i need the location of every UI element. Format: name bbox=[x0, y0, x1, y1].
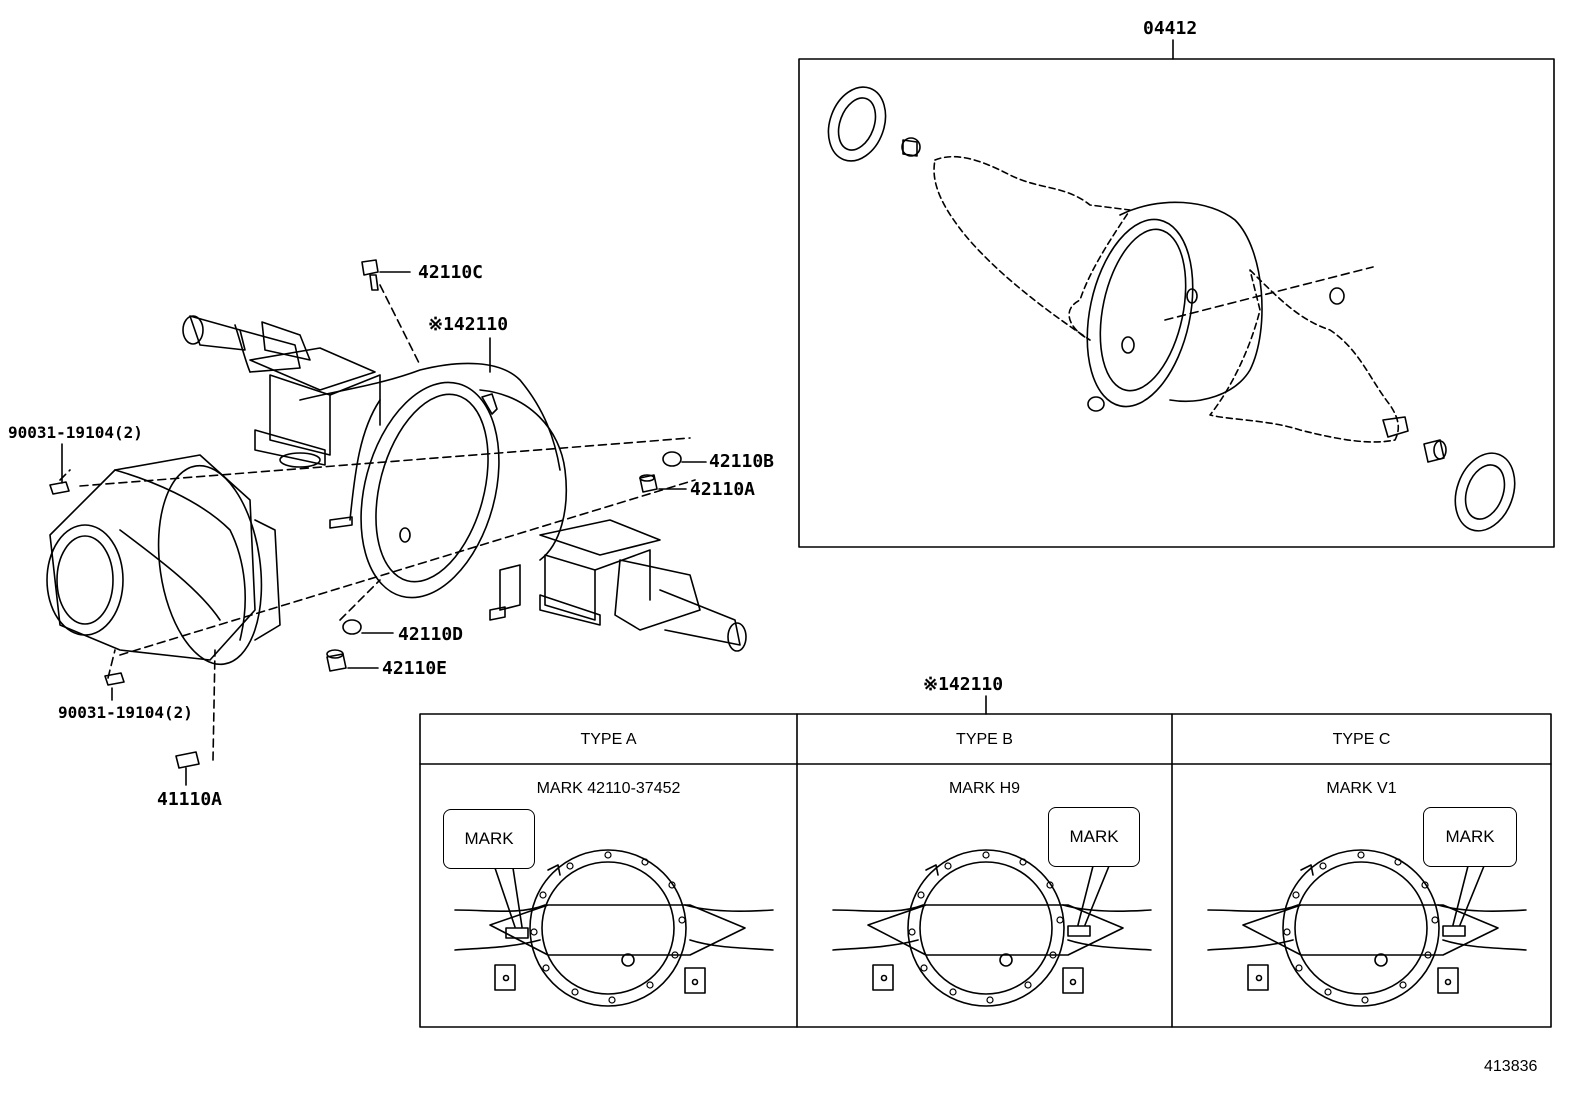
type-a-mark-callout: MARK bbox=[443, 809, 535, 869]
kit-bushing-right bbox=[1423, 439, 1447, 463]
type-c-mark-callout: MARK bbox=[1423, 807, 1517, 867]
housing-sketch-type-a bbox=[454, 849, 774, 1007]
kit-washer-b bbox=[1087, 396, 1105, 412]
kit-gasket-left bbox=[827, 86, 887, 162]
label-41110a: 41110A bbox=[157, 789, 223, 810]
label-42110-top: ※142110 bbox=[428, 314, 509, 335]
kit-center-axis bbox=[1164, 266, 1374, 321]
washer-b bbox=[662, 451, 707, 467]
kit-axle-phantom-left bbox=[933, 155, 1131, 341]
label-42110d: 42110D bbox=[398, 624, 464, 645]
label-bolt-lower: 90031-19104(2) bbox=[58, 703, 193, 722]
kit-tube-end bbox=[1382, 416, 1409, 438]
kit-axle-phantom-right bbox=[1209, 269, 1400, 443]
type-table-frame bbox=[419, 695, 1552, 1028]
plug-e bbox=[326, 649, 379, 672]
stud-41110a bbox=[175, 751, 200, 786]
left-spring-seat bbox=[249, 347, 381, 468]
label-42110c: 42110C bbox=[418, 262, 484, 283]
type-a-mark-text: MARK 42110-37452 bbox=[536, 780, 681, 797]
kit-washer-a bbox=[1329, 287, 1345, 305]
figure-number: 413836 bbox=[1484, 1058, 1538, 1075]
washer-d bbox=[342, 619, 394, 635]
type-a-header: TYPE A bbox=[580, 731, 637, 748]
bolt-lower bbox=[104, 672, 125, 701]
kit-bushing-left bbox=[901, 137, 921, 157]
right-spring-seat bbox=[489, 519, 661, 626]
type-b-mark-callout: MARK bbox=[1048, 807, 1140, 867]
diff-carrier bbox=[46, 454, 281, 666]
label-04412: 04412 bbox=[1143, 18, 1198, 39]
axle-housing-main bbox=[299, 362, 568, 599]
bolt-upper bbox=[49, 443, 70, 495]
kit-frame bbox=[798, 39, 1555, 548]
label-42110b: 42110B bbox=[709, 451, 775, 472]
type-c-mark-text: MARK V1 bbox=[1326, 780, 1397, 797]
label-42110e: 42110E bbox=[382, 658, 448, 679]
left-axle-shaft bbox=[182, 315, 311, 373]
type-b-header: TYPE B bbox=[956, 731, 1013, 748]
label-bolt-upper: 90031-19104(2) bbox=[8, 423, 143, 442]
type-b-mark-text: MARK H9 bbox=[948, 780, 1021, 797]
type-c-header: TYPE C bbox=[1332, 731, 1391, 748]
label-42110a: 42110A bbox=[690, 479, 756, 500]
kit-housing-ring bbox=[1086, 201, 1263, 408]
housing-sketch-type-c bbox=[1207, 849, 1527, 1007]
label-table-ref: ※142110 bbox=[923, 674, 1004, 695]
kit-gasket-right bbox=[1454, 452, 1516, 532]
guide-lines bbox=[59, 284, 696, 761]
bolt-holes bbox=[530, 851, 1439, 1004]
housing-sketch-type-b bbox=[832, 849, 1152, 1007]
plug-a bbox=[639, 474, 687, 493]
breather-plug-c bbox=[361, 259, 411, 291]
right-axle-shaft bbox=[614, 559, 747, 652]
